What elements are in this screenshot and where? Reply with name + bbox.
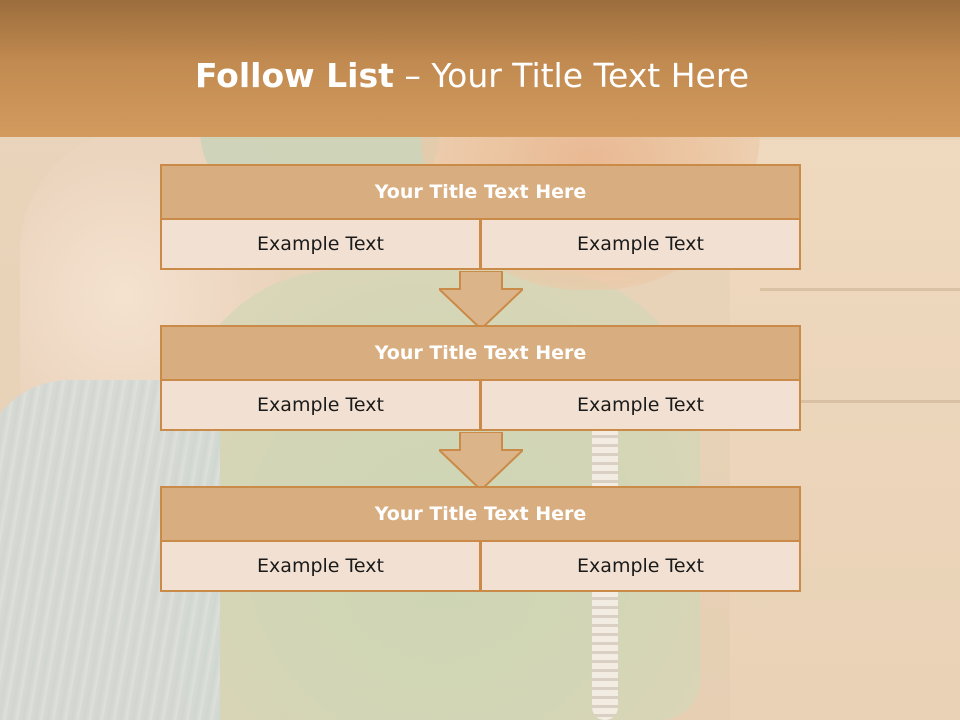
down-arrow-icon <box>439 271 523 329</box>
block-row: Example Text Example Text <box>160 220 801 270</box>
down-arrow-icon <box>439 432 523 490</box>
block-row: Example Text Example Text <box>160 542 801 592</box>
slide-title-bold: Follow List <box>194 56 394 95</box>
list-block: Your Title Text Here Example Text Exampl… <box>160 164 801 270</box>
background-wall-line <box>760 288 960 291</box>
block-row: Example Text Example Text <box>160 381 801 431</box>
block-heading: Your Title Text Here <box>160 325 801 381</box>
slide-title: Follow List – Your Title Text Here <box>0 56 944 95</box>
block-cell-left: Example Text <box>160 542 481 592</box>
background-wall-line <box>760 400 960 403</box>
block-cell-left: Example Text <box>160 220 481 270</box>
title-banner <box>0 0 960 137</box>
block-heading: Your Title Text Here <box>160 164 801 220</box>
slide-title-separator: – <box>393 56 432 95</box>
block-heading: Your Title Text Here <box>160 486 801 542</box>
block-cell-left: Example Text <box>160 381 481 431</box>
list-block: Your Title Text Here Example Text Exampl… <box>160 486 801 592</box>
block-cell-right: Example Text <box>481 381 801 431</box>
slide-title-rest: Your Title Text Here <box>431 56 750 95</box>
block-cell-right: Example Text <box>481 542 801 592</box>
block-cell-right: Example Text <box>481 220 801 270</box>
list-block: Your Title Text Here Example Text Exampl… <box>160 325 801 431</box>
